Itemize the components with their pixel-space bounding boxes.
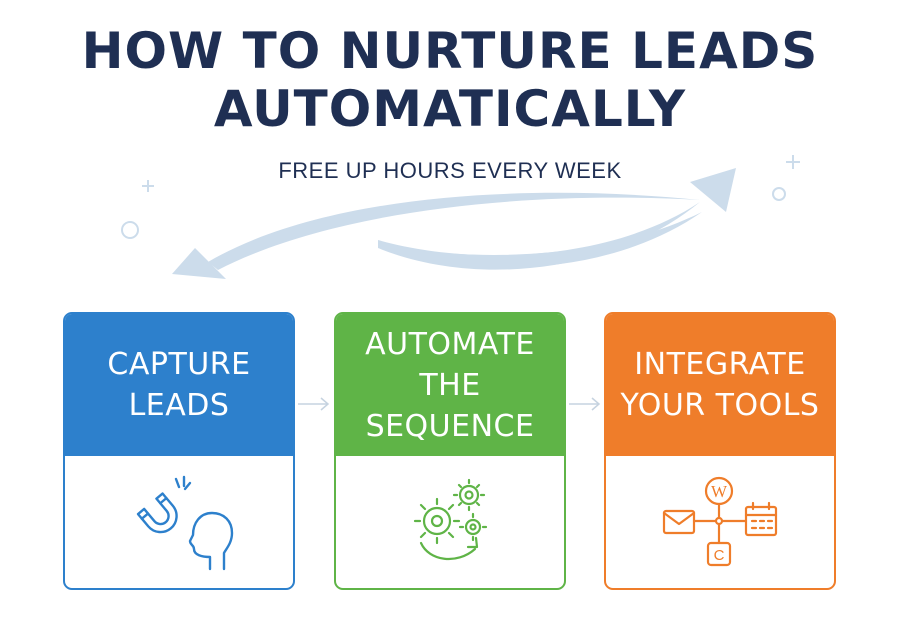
connector-arrow-1 [298, 397, 330, 411]
step-card-header: CAPTURE LEADS [65, 314, 293, 456]
connector-arrow-2 [569, 397, 601, 411]
step-card-header: AUTOMATE THE SEQUENCE [336, 314, 564, 456]
page-subtitle: FREE UP HOURS EVERY WEEK [278, 158, 622, 183]
top-node-letter: W [711, 482, 728, 501]
step-card-automate-sequence: AUTOMATE THE SEQUENCE [334, 312, 566, 590]
step-label: INTEGRATE YOUR TOOLS [620, 347, 820, 423]
step-card-header: INTEGRATE YOUR TOOLS [606, 314, 834, 456]
step-label: CAPTURE LEADS [107, 347, 251, 423]
magnet-head-icon [136, 475, 234, 571]
page-title: HOW TO NURTURE LEADS AUTOMATICALLY [81, 22, 819, 138]
gears-cycle-icon [413, 478, 488, 561]
step-card-capture-leads: CAPTURE LEADS [63, 312, 295, 590]
bottom-node-letter: C [714, 547, 725, 564]
decorative-swoosh-arrows [121, 155, 800, 279]
step-card-integrate-tools: INTEGRATE YOUR TOOLS W C [604, 312, 836, 590]
envelope-icon [662, 509, 696, 535]
step-label: AUTOMATE THE SEQUENCE [365, 326, 535, 444]
tools-integration-icon: W C [662, 476, 778, 567]
